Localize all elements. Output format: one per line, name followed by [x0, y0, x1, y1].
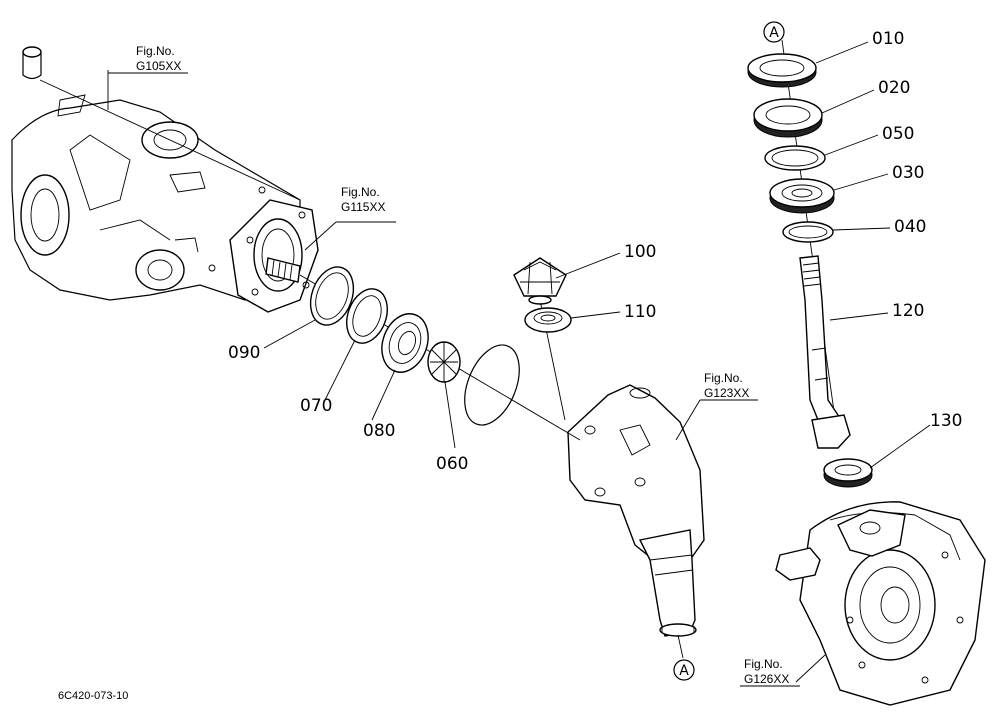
fig-ref-line2: G115XX — [341, 200, 385, 214]
fig-ref-line1: Fig.No. — [744, 657, 783, 671]
part-number-120[interactable]: 120 — [892, 301, 924, 321]
figure-reference-shaft[interactable]: Fig.No. G115XX — [336, 185, 396, 223]
fig-ref-line1: Fig.No. — [341, 185, 380, 199]
part-020-seal — [753, 98, 823, 138]
part-number-100[interactable]: 100 — [624, 242, 656, 262]
fig-ref-line1: Fig.No. — [704, 371, 743, 385]
part-090-snap-ring — [309, 266, 355, 326]
steering-knuckle-drawing — [775, 501, 986, 706]
leader-lines — [107, 41, 931, 683]
axle-housing-drawing — [11, 46, 319, 313]
connector-marker-top[interactable]: A — [763, 21, 785, 43]
part-100-bevel-gear — [513, 257, 567, 305]
part-number-040[interactable]: 040 — [894, 217, 926, 237]
part-number-070[interactable]: 070 — [300, 396, 332, 416]
part-number-110[interactable]: 110 — [624, 302, 656, 322]
part-030-bearing — [769, 178, 835, 214]
part-010-seal — [747, 53, 817, 88]
part-o-ring — [464, 344, 520, 426]
connector-marker-bottom[interactable]: A — [673, 659, 695, 681]
part-040-snap-ring — [782, 221, 834, 243]
part-070-shim — [346, 288, 388, 344]
part-050-ring — [764, 145, 826, 171]
fig-ref-line2: G105XX — [136, 59, 181, 73]
part-number-030[interactable]: 030 — [892, 163, 924, 183]
part-number-080[interactable]: 080 — [363, 421, 395, 441]
fig-ref-line2: G123XX — [704, 386, 749, 400]
part-number-010[interactable]: 010 — [872, 29, 904, 49]
part-120-shaft — [799, 255, 851, 449]
part-number-090[interactable]: 090 — [228, 343, 260, 363]
part-060-bevel-gear — [427, 341, 461, 383]
part-130-bearing — [823, 458, 873, 488]
part-number-130[interactable]: 130 — [930, 411, 962, 431]
fig-ref-line2: G126XX — [744, 672, 789, 686]
connector-letter: A — [679, 663, 689, 679]
diagram-code: 6C420-073-10 — [58, 690, 128, 702]
bevel-gear-case-drawing — [567, 384, 705, 637]
part-number-020[interactable]: 020 — [878, 78, 910, 98]
fig-ref-line1: Fig.No. — [136, 44, 175, 58]
part-number-050[interactable]: 050 — [882, 124, 914, 144]
figure-reference-knuckle[interactable]: Fig.No. G126XX — [740, 657, 800, 687]
figure-reference-bevel-case[interactable]: Fig.No. G123XX — [700, 371, 758, 401]
connector-letter: A — [769, 25, 779, 41]
figure-reference-housing[interactable]: Fig.No. G105XX — [108, 44, 188, 74]
part-number-060[interactable]: 060 — [436, 454, 468, 474]
part-110-bearing — [524, 307, 572, 333]
